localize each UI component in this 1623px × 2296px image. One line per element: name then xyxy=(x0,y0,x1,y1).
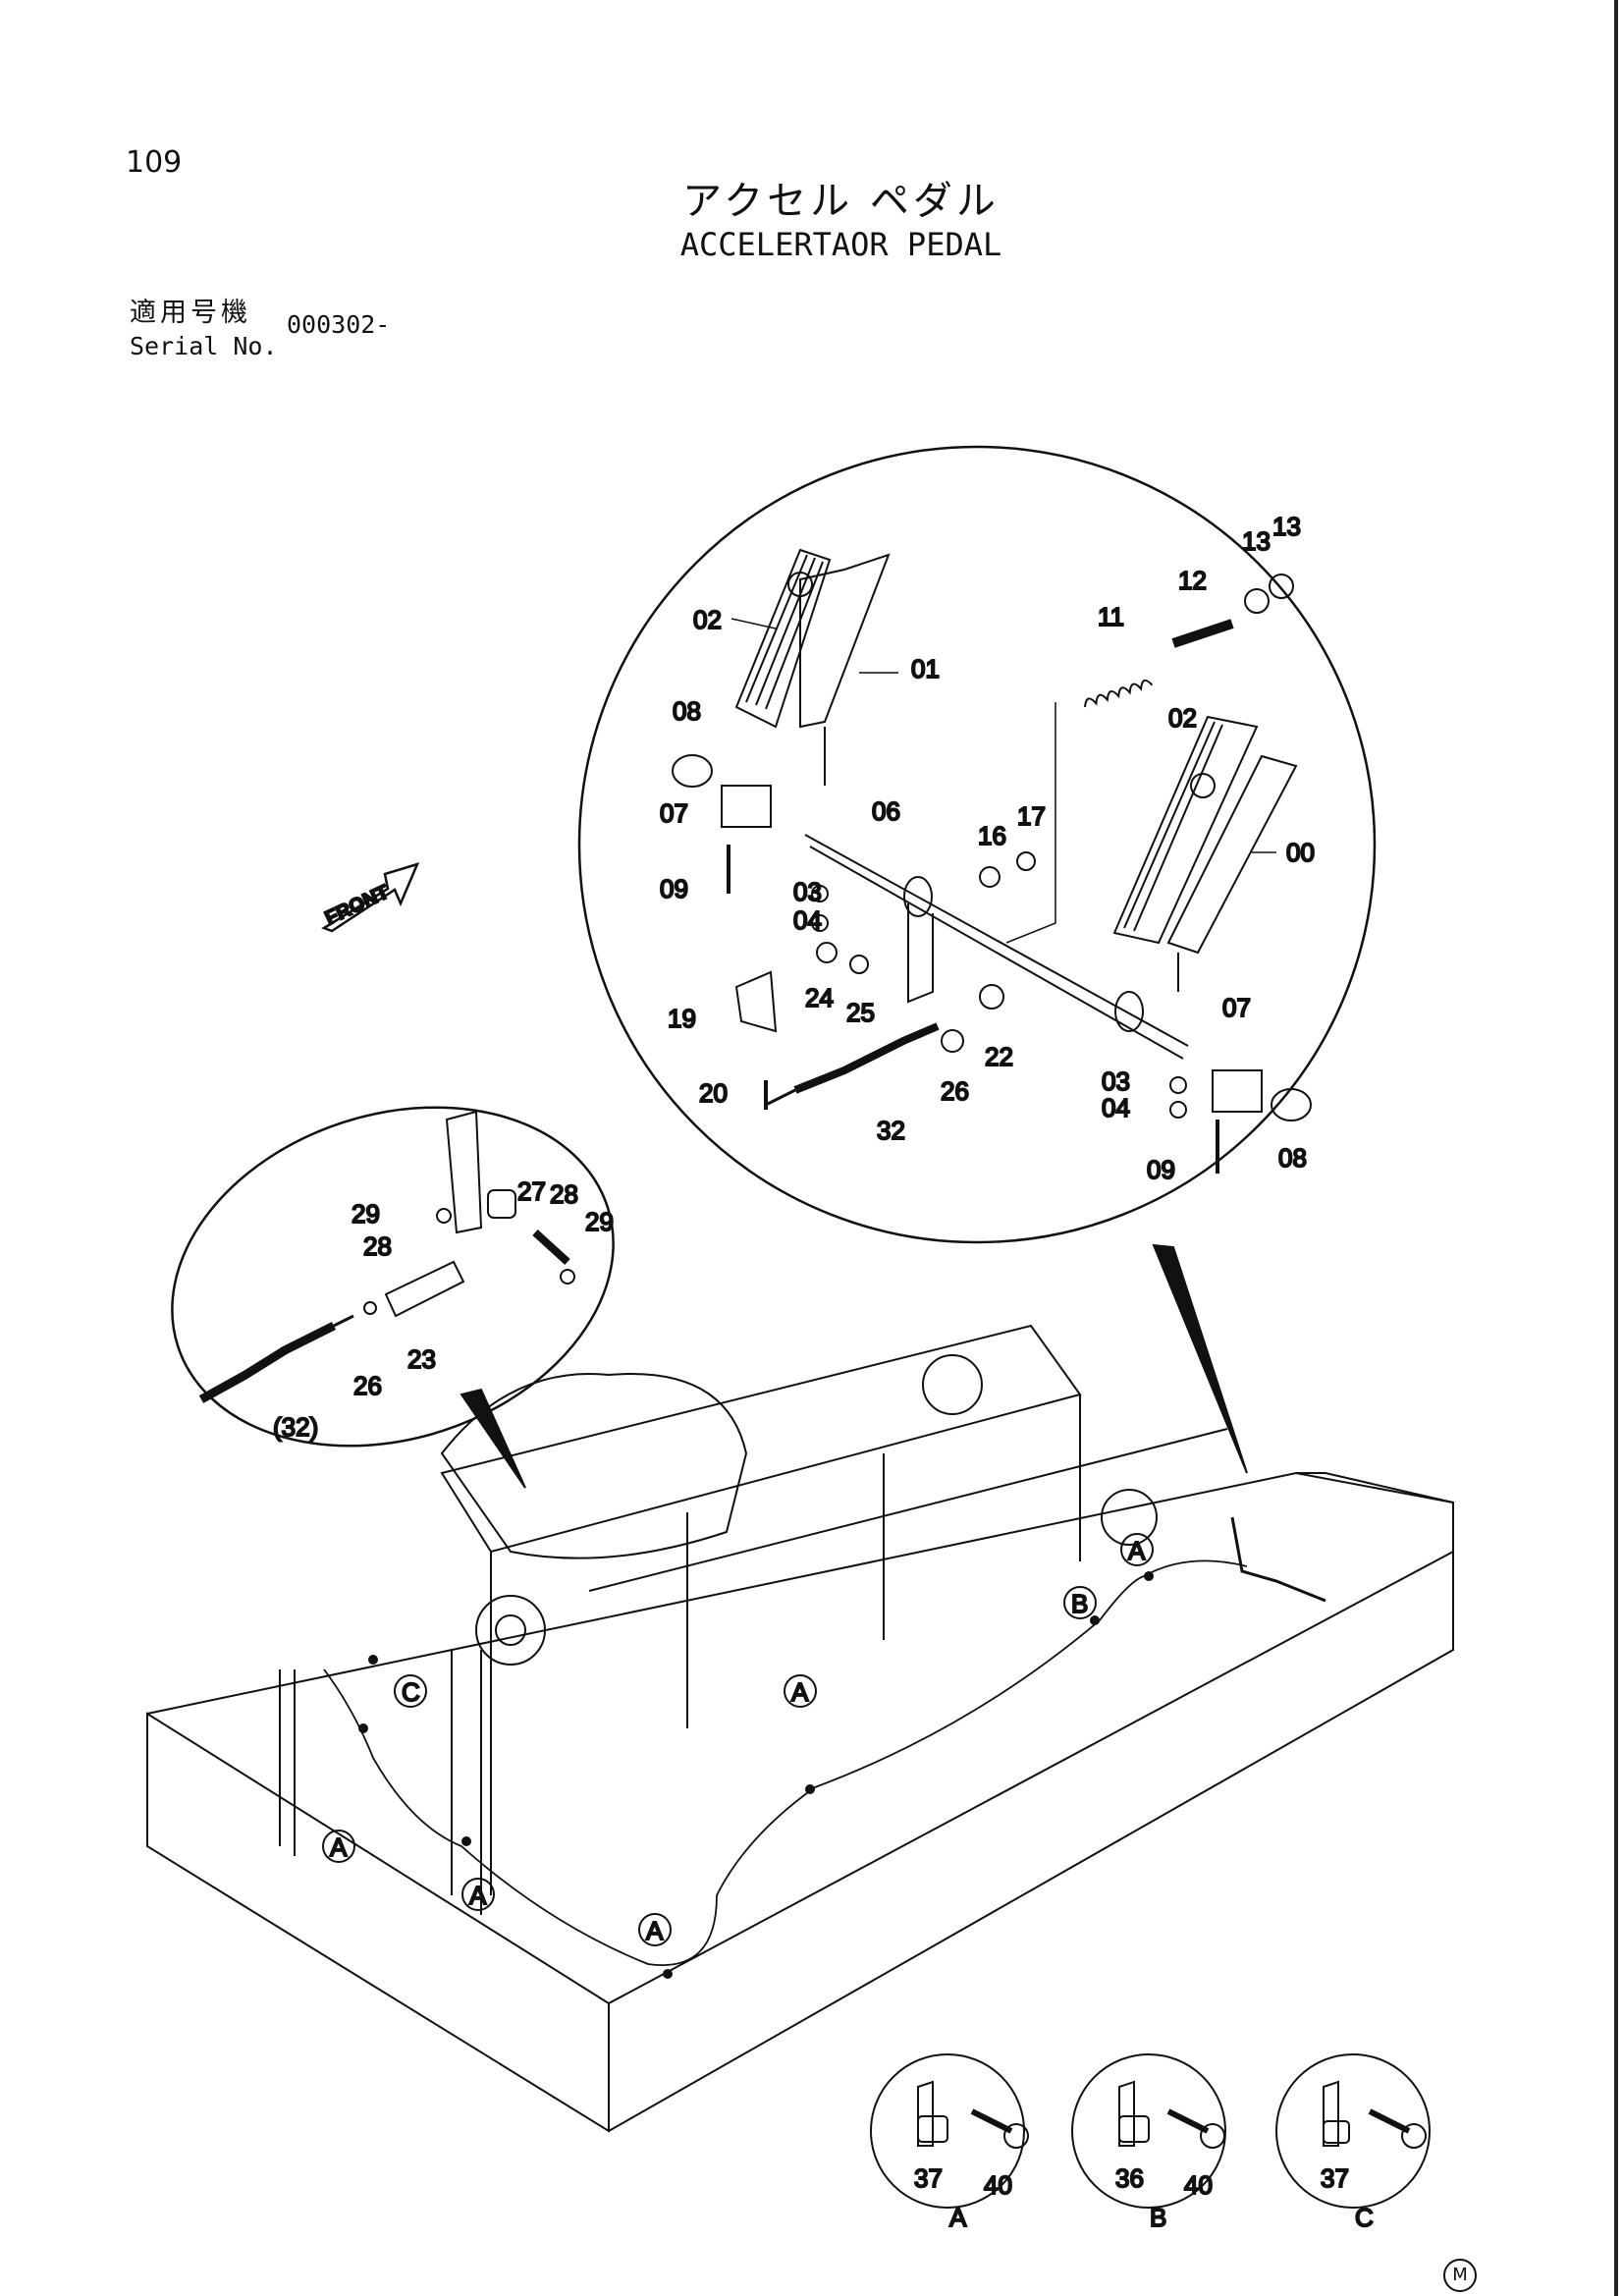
main-detail-view: 02 01 08 07 09 03 04 06 11 12 13 13 02 0… xyxy=(577,445,1377,1474)
callout-a-1: A xyxy=(1120,1533,1154,1566)
svg-text:A: A xyxy=(1128,1536,1146,1565)
detail-b-letter: B xyxy=(1150,2203,1166,2232)
label-26: 26 xyxy=(941,1076,969,1106)
label-16: 16 xyxy=(978,821,1006,850)
label-e23: 23 xyxy=(407,1344,436,1374)
label-e29b: 29 xyxy=(585,1207,614,1236)
detail-b-part-left: 36 xyxy=(1115,2163,1144,2193)
label-17: 17 xyxy=(1017,801,1046,831)
label-09a: 09 xyxy=(660,874,688,903)
bracket-left xyxy=(721,785,772,828)
pedal-pad-left xyxy=(734,548,891,786)
label-22: 22 xyxy=(985,1042,1013,1071)
svg-text:A: A xyxy=(330,1832,348,1862)
label-03a: 03 xyxy=(793,877,822,906)
svg-text:A: A xyxy=(791,1677,809,1707)
page-number: 109 xyxy=(126,145,183,180)
lever-arm xyxy=(907,903,934,1004)
detail-a-letter: A xyxy=(949,2203,967,2232)
label-04a: 04 xyxy=(793,905,822,935)
callout-a-5: A xyxy=(638,1913,672,1946)
bushing-right xyxy=(1271,1088,1312,1121)
label-08b: 08 xyxy=(1278,1143,1307,1173)
callout-b: B xyxy=(1063,1586,1097,1619)
callout-c: C xyxy=(394,1674,427,1708)
bracket-right xyxy=(1212,1069,1263,1113)
page-edge-line xyxy=(1614,0,1618,2296)
label-00: 00 xyxy=(1286,838,1315,867)
label-01: 01 xyxy=(911,654,940,683)
detail-a-part-right: 40 xyxy=(984,2170,1012,2200)
label-06: 06 xyxy=(872,796,900,826)
pedal-pad-right xyxy=(1112,715,1298,992)
label-02a: 02 xyxy=(693,605,722,634)
front-arrow: FRONT xyxy=(321,862,420,933)
svg-text:A: A xyxy=(469,1881,487,1910)
label-e28a: 28 xyxy=(363,1231,392,1261)
engine-detail-view: 29 27 28 28 29 23 26 (32) xyxy=(171,1106,615,1489)
label-07b: 07 xyxy=(1222,993,1251,1022)
page-mark: M xyxy=(1443,2259,1477,2292)
stopper-rod xyxy=(1171,619,1234,648)
serial-label-en: Serial No. xyxy=(130,332,278,360)
label-13b: 13 xyxy=(1272,512,1301,541)
page-title-en: ACCELERTAOR PEDAL xyxy=(679,226,1002,263)
cable-bracket xyxy=(734,970,778,1033)
engine-bracket xyxy=(445,1110,483,1234)
front-arrow-label: FRONT xyxy=(322,881,393,929)
detail-view-a: 37 40 A xyxy=(870,2053,1029,2233)
label-25: 25 xyxy=(846,998,875,1027)
label-e26: 26 xyxy=(353,1371,382,1400)
accelerator-cable xyxy=(793,1022,940,1094)
label-02b: 02 xyxy=(1168,703,1197,733)
label-08a: 08 xyxy=(673,696,701,726)
label-e32: (32) xyxy=(273,1412,318,1442)
callout-a-2: A xyxy=(322,1830,355,1863)
label-07a: 07 xyxy=(660,798,688,828)
label-09b: 09 xyxy=(1147,1155,1175,1184)
label-e28b: 28 xyxy=(550,1179,578,1209)
bushing-left xyxy=(672,754,713,788)
svg-text:C: C xyxy=(402,1677,420,1707)
svg-text:B: B xyxy=(1071,1589,1088,1618)
frame-callouts: A B C A A A A xyxy=(322,1533,1154,1946)
page-title-jp: アクセル ペダル xyxy=(682,179,1000,224)
label-20: 20 xyxy=(699,1078,728,1108)
label-e29a: 29 xyxy=(352,1199,380,1229)
label-32: 32 xyxy=(877,1116,905,1145)
label-12: 12 xyxy=(1178,566,1207,595)
detail-c-letter: C xyxy=(1355,2203,1374,2232)
svg-text:A: A xyxy=(646,1916,664,1945)
label-03b: 03 xyxy=(1102,1066,1130,1096)
label-13a: 13 xyxy=(1242,526,1271,556)
callout-a-3: A xyxy=(461,1878,495,1911)
label-11: 11 xyxy=(1098,602,1124,631)
detail-view-c: 37 C xyxy=(1275,2053,1431,2233)
detail-view-b: 36 40 B xyxy=(1071,2053,1226,2233)
callout-a-4: A xyxy=(784,1674,817,1708)
cable-connector xyxy=(384,1260,465,1318)
label-e27: 27 xyxy=(517,1176,546,1206)
label-19: 19 xyxy=(668,1004,696,1033)
label-04b: 04 xyxy=(1102,1093,1130,1122)
detail-c-part-left: 37 xyxy=(1321,2163,1349,2193)
label-24: 24 xyxy=(805,983,834,1012)
machine-frame xyxy=(146,1324,1454,2133)
pedal-shaft xyxy=(804,834,1189,1060)
detail-b-part-right: 40 xyxy=(1184,2170,1213,2200)
detail-a-part-left: 37 xyxy=(914,2163,943,2193)
serial-label-jp: 適用号機 xyxy=(130,298,251,328)
return-spring xyxy=(1084,679,1154,708)
serial-number: 000302- xyxy=(287,310,391,339)
